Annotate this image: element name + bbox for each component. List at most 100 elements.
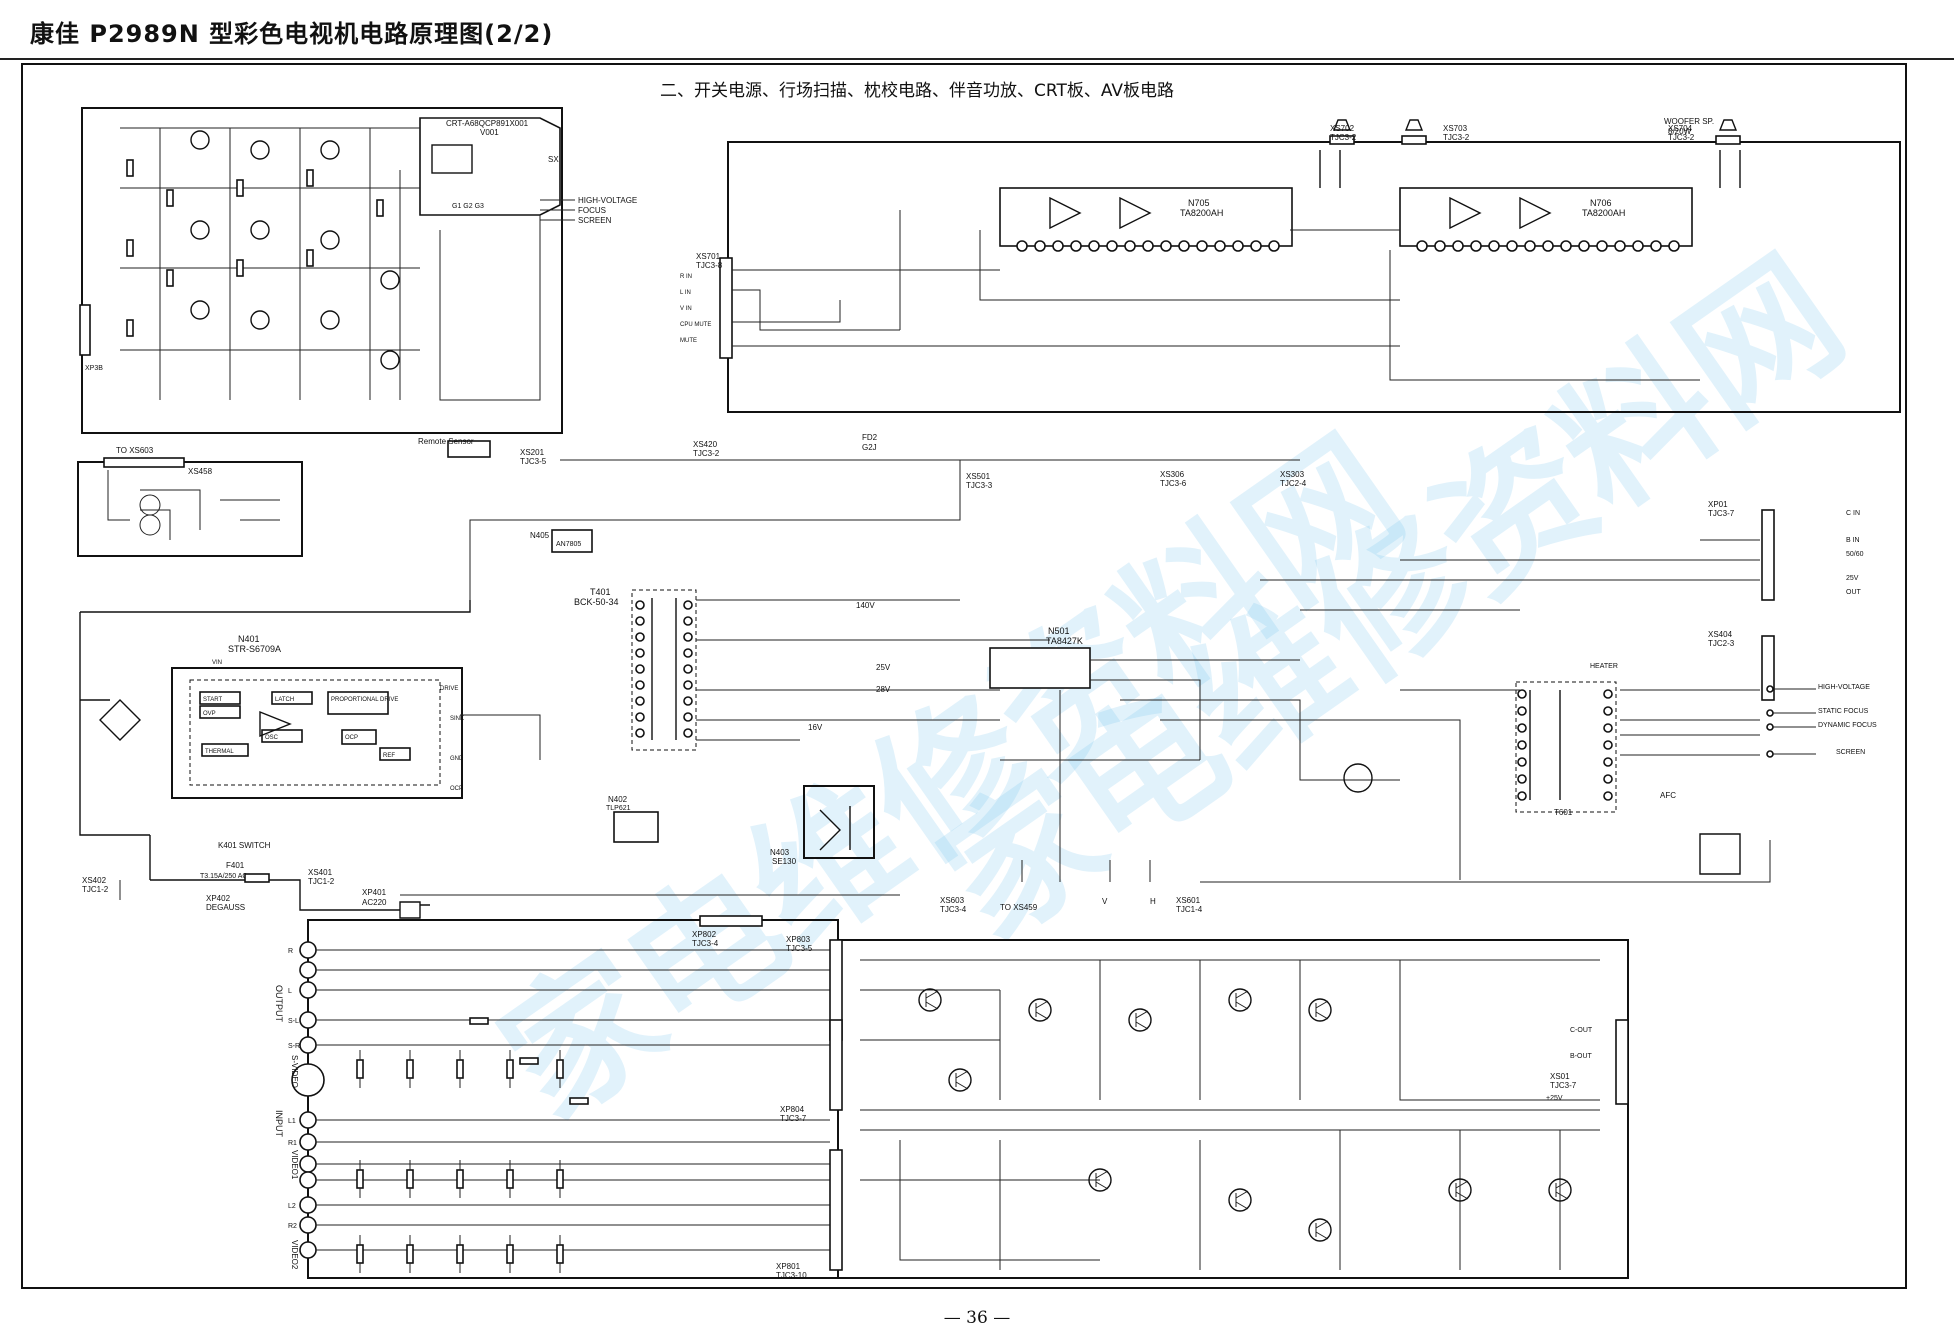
right-signal-label: OUT bbox=[1846, 589, 1862, 596]
transistor bbox=[918, 988, 942, 1012]
connector-type: DEGAUSS bbox=[206, 903, 246, 912]
ic-n403-ref: N403 bbox=[770, 848, 790, 857]
av-jack[interactable] bbox=[299, 1155, 317, 1173]
switch-label: K401 SWITCH bbox=[218, 841, 271, 850]
n401-block bbox=[199, 691, 241, 705]
xs01-connector bbox=[1615, 1019, 1629, 1105]
ic-n405-ref: N405 bbox=[530, 531, 550, 540]
ic-n403-part: SE130 bbox=[772, 857, 797, 866]
connector-type: TJC3-4 bbox=[940, 905, 967, 914]
xs01-25v: +25V bbox=[1546, 1095, 1563, 1102]
connector-type: TJC1-2 bbox=[82, 885, 109, 894]
connector-ref: XP801 bbox=[776, 1262, 801, 1271]
av-jack[interactable] bbox=[299, 1011, 317, 1029]
audio-input-label: V IN bbox=[680, 306, 692, 312]
to-xs459-label: TO XS459 bbox=[1000, 903, 1038, 912]
xp802-connector bbox=[699, 915, 763, 927]
av-jack[interactable] bbox=[299, 1196, 317, 1214]
fuse-ref: F401 bbox=[226, 861, 245, 870]
ic-n401-part: STR-S6709A bbox=[228, 644, 281, 654]
ic-n405-part: AN7805 bbox=[556, 541, 581, 548]
av-jack[interactable] bbox=[299, 981, 317, 999]
video1-label: VIDEO1 bbox=[290, 1150, 299, 1180]
connector-type: TJC2-4 bbox=[1280, 479, 1307, 488]
connector-ref: XS601 bbox=[1176, 896, 1201, 905]
crt-pins: G1 G2 G3 bbox=[452, 203, 484, 210]
connector-ref: XP803 bbox=[786, 935, 811, 944]
transistor bbox=[320, 230, 340, 250]
audio-input-label: MUTE bbox=[680, 338, 697, 344]
av-jack[interactable] bbox=[299, 1133, 317, 1151]
right-signal-label: 25V bbox=[1846, 575, 1859, 582]
crt-out-focus: FOCUS bbox=[578, 206, 606, 215]
right-signal-label: STATIC FOCUS bbox=[1818, 708, 1869, 715]
connector-type: TJC3-3 bbox=[966, 481, 993, 490]
transistor bbox=[380, 350, 400, 370]
av-jack-label: S-L bbox=[288, 1018, 299, 1025]
right-signal-label: B IN bbox=[1846, 537, 1860, 544]
n401-pin-label: OCP bbox=[450, 786, 463, 792]
transistor bbox=[1028, 998, 1052, 1022]
transistor bbox=[1128, 1008, 1152, 1032]
ic-n401 bbox=[171, 667, 463, 799]
transistor bbox=[190, 300, 210, 320]
s-video-jack[interactable] bbox=[291, 1063, 325, 1097]
to-xs603-label: TO XS603 bbox=[116, 446, 154, 455]
connector-type: TJC3-2 bbox=[693, 449, 720, 458]
n401-block-label: OCP bbox=[345, 735, 358, 741]
connector-ref: XS703 bbox=[1443, 124, 1468, 133]
av-jack[interactable] bbox=[299, 1111, 317, 1129]
n401-block-label: START bbox=[203, 697, 222, 703]
connector-type: TJC3-4 bbox=[692, 939, 719, 948]
transistor bbox=[320, 310, 340, 330]
transistor bbox=[1308, 1218, 1332, 1242]
connector-ref: XS420 bbox=[693, 440, 718, 449]
crt-out-screen: SCREEN bbox=[578, 216, 612, 225]
connector-type: TJC3-7 bbox=[1708, 509, 1735, 518]
av-jack[interactable] bbox=[299, 1036, 317, 1054]
connector-ref: XS401 bbox=[308, 868, 333, 877]
n401-pin-label: SINK bbox=[450, 716, 464, 722]
connector-type: TJC2-3 bbox=[1708, 639, 1735, 648]
transistor bbox=[1308, 998, 1332, 1022]
page-title: 康佳 P2989N 型彩色电视机电路原理图(2/2) bbox=[30, 20, 554, 48]
connector-ref: XS704 bbox=[1668, 124, 1693, 133]
n401-block bbox=[327, 691, 389, 715]
input-label: INPUT bbox=[274, 1110, 284, 1138]
transistor bbox=[1548, 1178, 1572, 1202]
transistor bbox=[190, 130, 210, 150]
av-jack-label: L bbox=[288, 988, 292, 995]
deflection-circuit: N501 TA8427K T601 HEATER AFC C INB IN50/… bbox=[989, 509, 1877, 880]
connector-type: TJC3-5 bbox=[520, 457, 547, 466]
svg-text:XP3B: XP3B bbox=[85, 365, 103, 372]
connector-ref: XS603 bbox=[940, 896, 965, 905]
transistor bbox=[948, 1068, 972, 1092]
xs458-label: XS458 bbox=[188, 467, 213, 476]
connector-ref: XS303 bbox=[1280, 470, 1305, 479]
t601-ref: T601 bbox=[1554, 808, 1573, 817]
ic-n705 bbox=[999, 187, 1293, 247]
transformer-t401 bbox=[631, 589, 697, 751]
av-jack-label: R1 bbox=[288, 1140, 297, 1147]
av-jack[interactable] bbox=[299, 941, 317, 959]
connector-type: TJC3-8 bbox=[696, 261, 723, 270]
av-jack[interactable] bbox=[299, 1171, 317, 1189]
av-jack[interactable] bbox=[299, 961, 317, 979]
av-jack[interactable] bbox=[299, 1216, 317, 1234]
right-signal-label: DYNAMIC FOCUS bbox=[1818, 722, 1877, 729]
bridge-rectifier bbox=[99, 699, 141, 741]
connector-ref: XS501 bbox=[966, 472, 991, 481]
connector-type: TJC3-2 bbox=[1443, 133, 1470, 142]
transistor bbox=[1088, 1168, 1112, 1192]
transistor bbox=[250, 220, 270, 240]
audio-input-label: L IN bbox=[680, 290, 691, 296]
ic-n501-ref: N501 bbox=[1048, 626, 1070, 636]
av-jack[interactable] bbox=[299, 1241, 317, 1259]
crt-out-hv: HIGH-VOLTAGE bbox=[578, 196, 637, 205]
transistor bbox=[380, 270, 400, 290]
